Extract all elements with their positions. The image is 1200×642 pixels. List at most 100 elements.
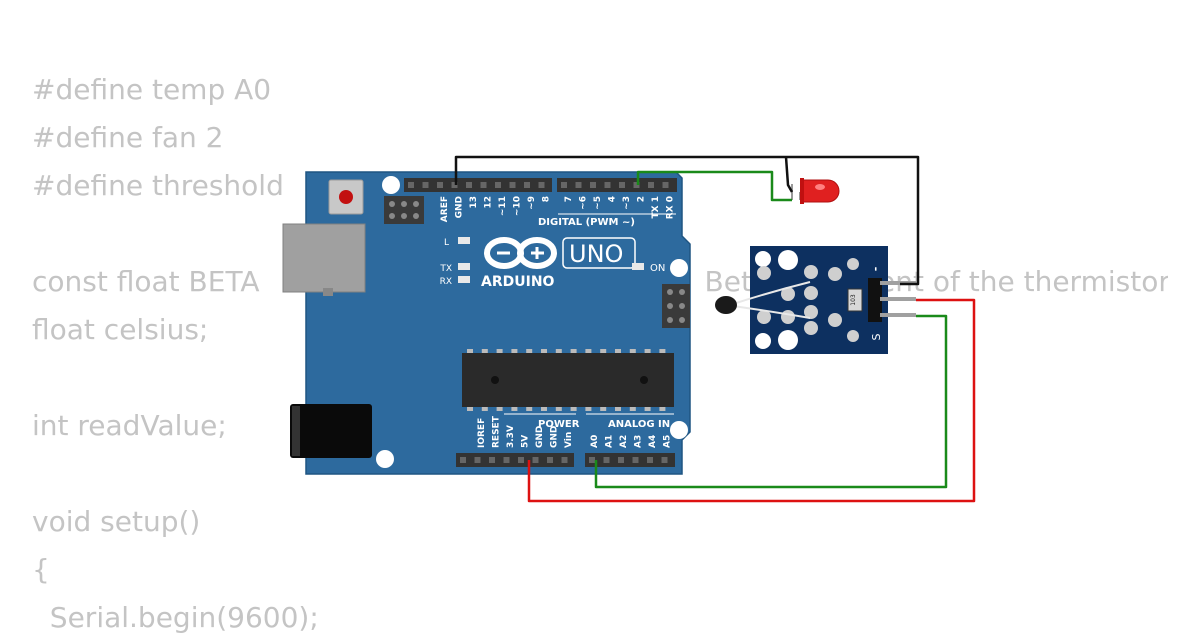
header-pin-icon[interactable] — [604, 182, 611, 188]
pin-vcc-icon — [880, 297, 916, 301]
header-pin-icon[interactable] — [503, 457, 510, 463]
header-pin-icon[interactable] — [647, 457, 653, 463]
pin-label: GND — [550, 426, 560, 448]
pin-label: A2 — [619, 435, 629, 448]
header-pin-icon[interactable] — [532, 457, 539, 463]
atmega-chip — [462, 349, 674, 411]
header-pin-icon[interactable] — [489, 457, 495, 463]
code-line: { — [32, 553, 50, 586]
dc-power-jack — [290, 404, 372, 458]
header-pin-icon[interactable] — [561, 457, 568, 463]
header-pin-icon[interactable] — [466, 182, 472, 188]
code-line: #define fan 2 — [32, 121, 224, 154]
header-pin-icon[interactable] — [661, 457, 668, 463]
pin-label: TX 1 — [651, 196, 661, 218]
header-pin-icon[interactable] — [437, 182, 443, 188]
header-pin-icon[interactable] — [590, 182, 596, 188]
header-pin-icon[interactable] — [648, 182, 654, 188]
pin-label: 13 — [469, 196, 479, 209]
wire-green-led[interactable] — [636, 170, 792, 202]
digital-pwm-label: DIGITAL (PWM ~) — [538, 217, 635, 228]
svg-text:103: 103 — [850, 294, 857, 306]
pin-label: AREF — [440, 196, 450, 222]
pin-label: A3 — [634, 435, 644, 448]
power-header — [456, 453, 574, 467]
wire-red-5v[interactable] — [527, 298, 976, 503]
header-pin-icon[interactable] — [561, 182, 567, 188]
header-pin-icon[interactable] — [495, 182, 501, 188]
pin-label: GND — [535, 426, 545, 448]
pin-label: Vin — [564, 432, 574, 448]
mounting-hole-icon — [670, 421, 688, 439]
header-pin-icon[interactable] — [408, 182, 414, 188]
header-pin-icon[interactable] — [547, 457, 553, 463]
header-pin-icon[interactable] — [538, 182, 545, 188]
thermistor-module[interactable]: 103 - S — [715, 246, 916, 354]
header-pin-icon[interactable] — [460, 457, 466, 463]
pin-label: 3.3V — [506, 425, 516, 448]
header-pin-icon[interactable] — [509, 182, 516, 188]
header-pin-icon[interactable] — [633, 182, 640, 188]
mounting-hole-icon — [376, 450, 394, 468]
on-led-label: ON — [650, 263, 665, 274]
pin-label: ~11 — [498, 196, 508, 216]
header-pin-icon[interactable] — [518, 457, 524, 463]
pin-gnd-icon — [880, 281, 916, 285]
header-pin-icon[interactable] — [422, 182, 429, 188]
signal-label: S — [870, 333, 883, 340]
icsp-header — [384, 196, 424, 224]
uno-model-label: UNO — [569, 240, 623, 268]
digital-header-left — [404, 178, 552, 192]
red-led[interactable] — [791, 178, 840, 204]
pin-label: ~10 — [513, 196, 523, 216]
header-pin-icon[interactable] — [632, 457, 639, 463]
header-pin-icon[interactable] — [524, 182, 530, 188]
mounting-hole-icon — [382, 176, 400, 194]
header-pin-icon[interactable] — [480, 182, 487, 188]
pin-label: ~5 — [593, 196, 603, 210]
pin-label: RX 0 — [666, 196, 676, 219]
code-line: #define threshold — [32, 169, 284, 202]
pin-label: ~3 — [622, 196, 632, 210]
pin-label: GND — [455, 196, 465, 218]
code-line: Serial.begin(9600); — [32, 601, 319, 634]
header-pin-icon[interactable] — [474, 457, 481, 463]
header-pin-icon[interactable] — [589, 457, 595, 463]
wire-black[interactable] — [454, 155, 920, 286]
header-pin-icon[interactable] — [662, 182, 669, 188]
on-led-icon — [632, 263, 644, 270]
pin-label: 8 — [542, 196, 552, 202]
wire-green-a0[interactable] — [594, 314, 948, 489]
pin-label: A5 — [663, 435, 673, 448]
digital-header-right — [557, 178, 677, 192]
tx-led-label: TX — [439, 264, 452, 274]
mounting-hole-icon — [670, 259, 688, 277]
rx-led-label: RX — [440, 277, 452, 287]
code-line: int readValue; — [32, 409, 227, 442]
code-line: void setup() — [32, 505, 201, 538]
usb-port — [282, 223, 366, 296]
header-pin-icon[interactable] — [451, 182, 458, 188]
l-led-label: L — [444, 238, 449, 248]
pin-label: 12 — [484, 196, 494, 209]
header-pin-icon[interactable] — [603, 457, 610, 463]
tx-led-icon — [458, 263, 470, 270]
code-line: const float BETA Beta coefficient of the… — [32, 265, 1168, 298]
rx-led-icon — [458, 276, 470, 283]
reset-button[interactable] — [328, 179, 364, 215]
pin-label: 5V — [521, 435, 531, 448]
analog-header — [585, 453, 675, 467]
pin-label: 4 — [608, 196, 618, 202]
header-pin-icon[interactable] — [619, 182, 625, 188]
arduino-wordmark: ARDUINO — [481, 274, 555, 290]
header-pin-icon[interactable] — [618, 457, 624, 463]
header-pin-icon[interactable] — [575, 182, 582, 188]
power-label: POWER — [538, 419, 580, 430]
pin-label: IOREF — [477, 418, 487, 448]
arduino-logo-icon — [484, 237, 557, 269]
